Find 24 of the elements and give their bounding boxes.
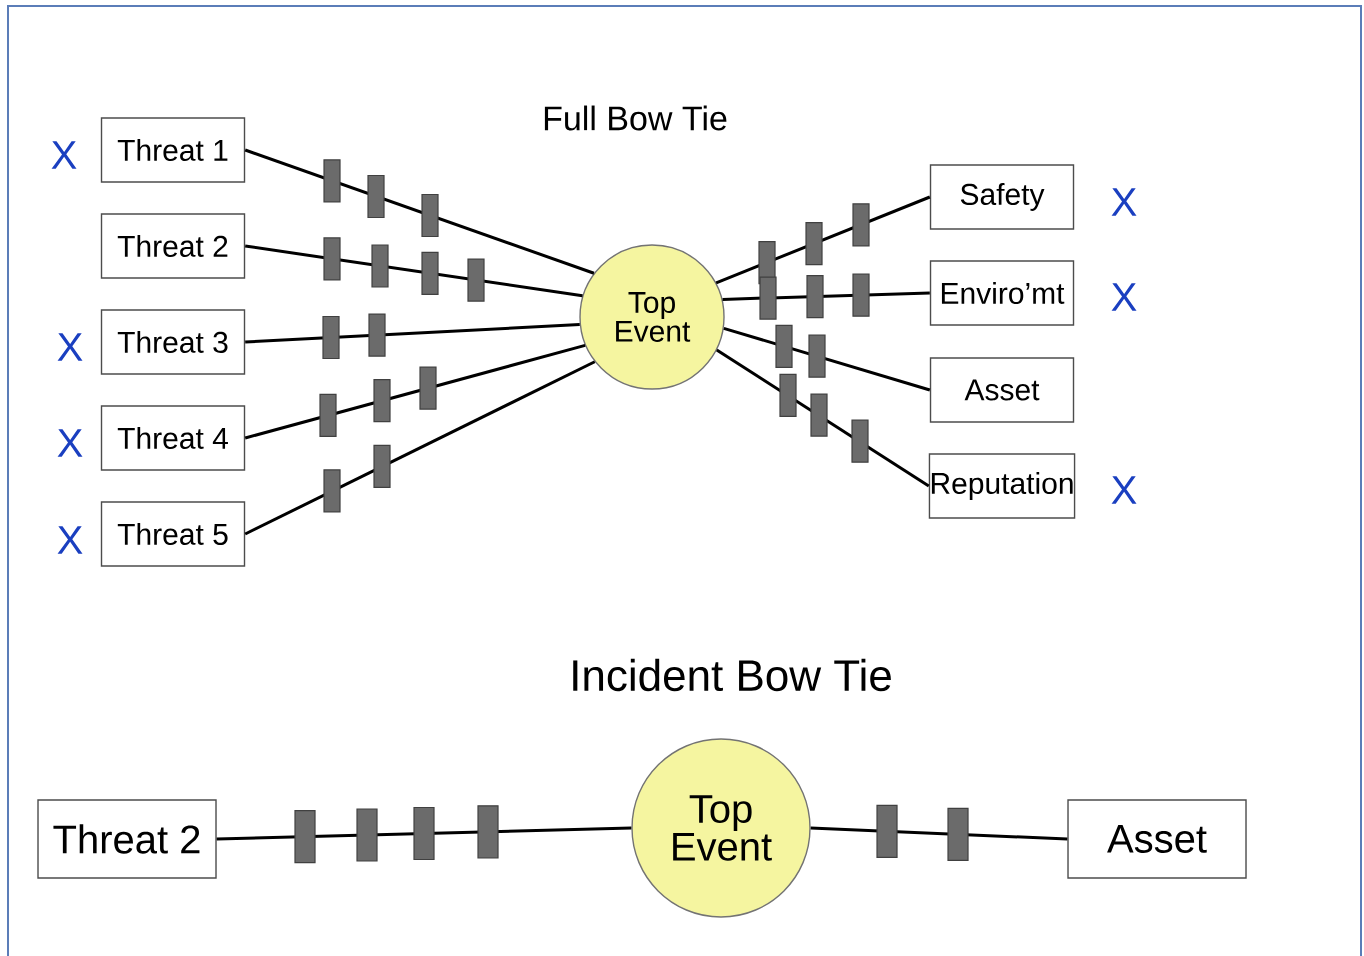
connector-line — [245, 323, 580, 344]
barrier-failed-mark: X — [57, 429, 83, 457]
threat-box: Threat 5 — [100, 501, 246, 567]
connector-line — [244, 148, 595, 275]
barrier-failed-mark: X — [57, 333, 83, 361]
section-title: Full Bow Tie — [544, 105, 727, 131]
barrier-failed-mark: X — [1111, 283, 1137, 311]
section-title: Incident Bow Tie — [573, 658, 891, 692]
threat-box: Threat 2 — [100, 213, 246, 279]
barrier-failed-mark: X — [51, 141, 77, 169]
barrier-failed-mark: X — [57, 526, 83, 554]
consequence-box: Asset — [1067, 799, 1247, 879]
consequence-box: Asset — [929, 357, 1075, 423]
connector-line — [244, 343, 586, 440]
consequence-box: Safety — [929, 164, 1075, 230]
threat-box: Threat 4 — [100, 405, 246, 471]
connector-line — [244, 360, 596, 536]
consequence-box: Enviro’mt — [929, 260, 1075, 326]
consequence-box: Reputation — [928, 453, 1076, 519]
barrier-failed-mark: X — [1111, 188, 1137, 216]
threat-box: Threat 3 — [100, 309, 246, 375]
barrier-failed-mark: X — [1111, 476, 1137, 504]
threat-box: Threat 1 — [100, 117, 246, 183]
threat-box: Threat 2 — [37, 799, 217, 879]
